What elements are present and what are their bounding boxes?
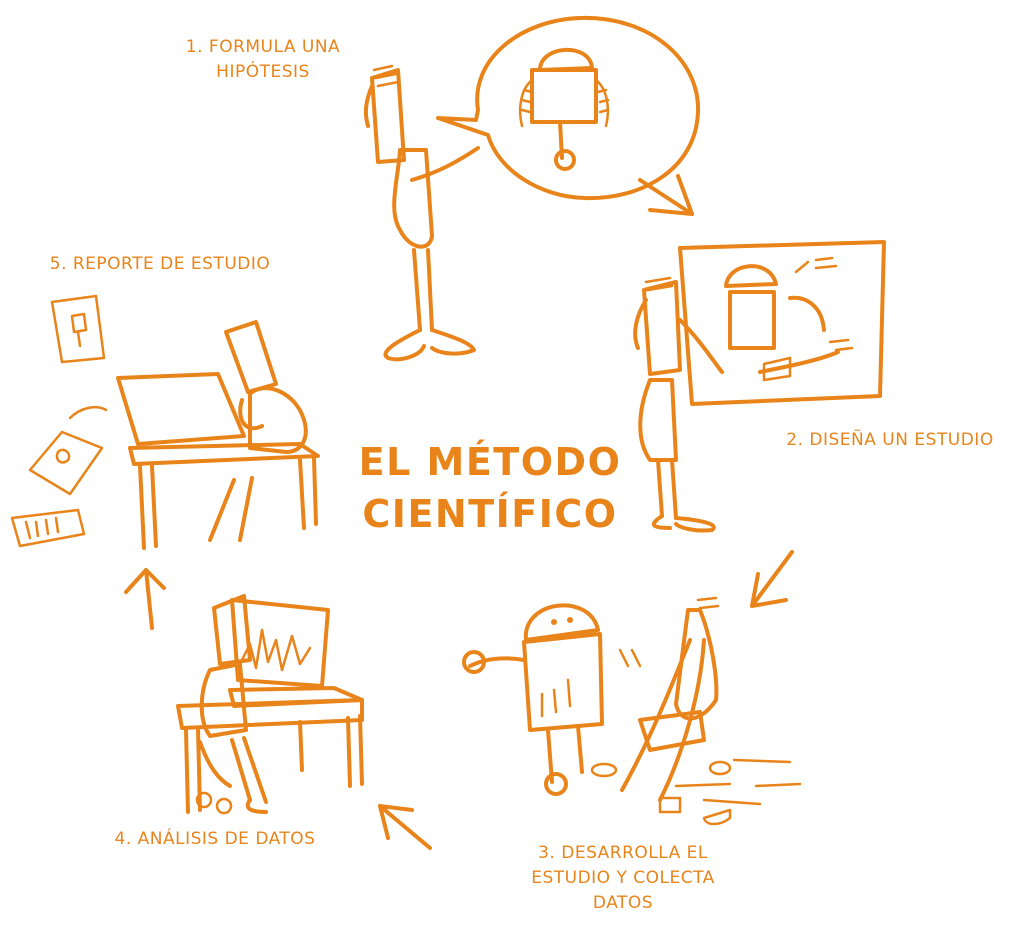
cycle-arrow-1-to-2 [638,174,694,216]
step-2-label: 2. DISEÑA UN ESTUDIO [770,428,1010,453]
step-4-line-1: 4. ANÁLISIS DE DATOS [114,829,316,849]
step-4-label: 4. ANÁLISIS DE DATOS [90,827,340,852]
diagram-title: EL MÉTODO CIENTÍFICO [340,436,640,540]
thinking-figure-illustration [363,15,701,362]
cycle-arrow-2-to-3 [750,550,794,608]
cycle-arrow-3-to-4 [378,804,432,850]
title-line-1: EL MÉTODO [358,440,622,484]
step-1-label: 1. FORMULA UNA HIPÓTESIS [168,35,358,85]
step-3-line-2: ESTUDIO Y COLECTA [531,868,715,888]
printer-report-illustration [10,294,320,550]
step-3-label: 3. DESARROLLA EL ESTUDIO Y COLECTA DATOS [508,841,738,916]
title-line-2: CIENTÍFICO [362,492,618,536]
robot-building-illustration [462,596,802,826]
step-5-label: 5. REPORTE DE ESTUDIO [30,252,290,277]
step-5-line-1: 5. REPORTE DE ESTUDIO [49,254,271,274]
step-3-line-3: DATOS [592,893,654,913]
step-2-line-1: 2. DISEÑA UN ESTUDIO [786,430,994,450]
step-3-line-1: 3. DESARROLLA EL [538,843,708,863]
step-1-line-2: HIPÓTESIS [216,62,310,82]
cycle-arrow-4-to-5 [124,568,166,630]
step-1-line-1: 1. FORMULA UNA [185,37,341,57]
design-board-illustration [633,240,886,533]
computer-analysis-illustration [176,594,364,815]
